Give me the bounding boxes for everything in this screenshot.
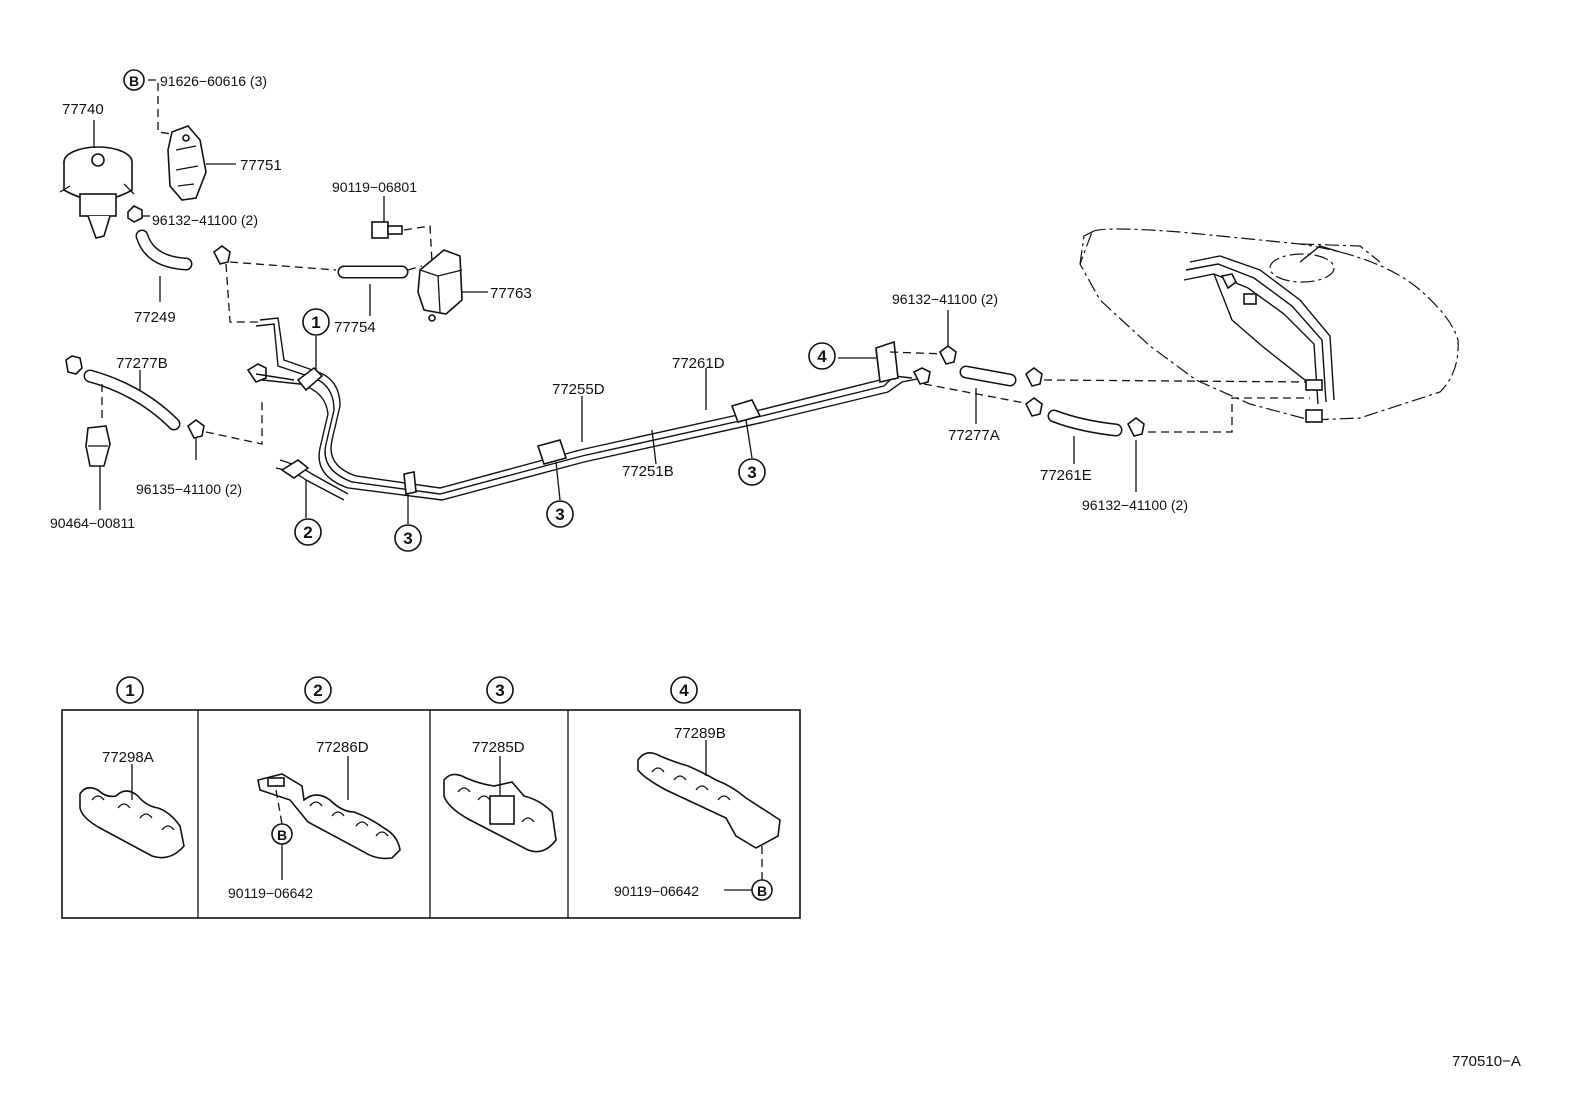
part-77261D: 77261D xyxy=(672,355,725,372)
legend-bolt-box2: 90119−06642 xyxy=(228,885,313,901)
legend-part-77285D: 77285D xyxy=(472,739,525,756)
callout-2: 2 xyxy=(303,523,312,542)
part-91626-60616: 91626−60616 (3) xyxy=(160,73,267,89)
callout-3c: 3 xyxy=(747,463,756,482)
part-90119-06801: 90119−06801 xyxy=(332,179,417,195)
part-77754: 77754 xyxy=(334,319,376,336)
diagram-code: 770510−A xyxy=(1452,1053,1521,1070)
part-77249: 77249 xyxy=(134,309,176,326)
callout-4: 4 xyxy=(817,347,827,366)
legend-callout-3: 3 xyxy=(495,681,504,700)
legend-callout-1: 1 xyxy=(125,681,134,700)
bolt-90119-06801 xyxy=(371,221,403,239)
vsv-assembly-77740 xyxy=(59,146,135,239)
legend-panel: 1 2 3 4 77298A 77286D B 90119−06642 xyxy=(61,676,801,919)
main-callouts: 1 2 3 3 3 4 xyxy=(294,308,836,552)
clamp-77289B xyxy=(637,752,781,849)
part-96132-bottom: 96132−41100 (2) xyxy=(1082,497,1188,513)
part-77255D: 77255D xyxy=(552,381,605,398)
legend-callout-2: 2 xyxy=(313,681,322,700)
clamp-90464-00811 xyxy=(85,425,111,467)
part-77277A: 77277A xyxy=(948,427,1000,444)
part-77751: 77751 xyxy=(240,157,282,174)
legend-part-77289B: 77289B xyxy=(674,725,726,742)
part-77261E: 77261E xyxy=(1040,467,1092,484)
callout-3a: 3 xyxy=(403,529,412,548)
legend-callout-b-2: B xyxy=(277,827,287,843)
clamp-77298A xyxy=(79,786,185,859)
part-77740: 77740 xyxy=(62,101,104,118)
legend-callout-4: 4 xyxy=(679,681,689,700)
part-96132-right: 96132−41100 (2) xyxy=(892,291,998,307)
part-96135-41100: 96135−41100 (2) xyxy=(136,481,242,497)
part-77763: 77763 xyxy=(490,285,532,302)
legend-callout-b-4: B xyxy=(757,883,767,899)
fuel-tank xyxy=(1079,228,1459,423)
part-96132-top: 96132−41100 (2) xyxy=(152,212,258,228)
clamp-77285D xyxy=(443,773,557,853)
legend-bolt-box4: 90119−06642 xyxy=(614,883,699,899)
part-77277B: 77277B xyxy=(116,355,168,372)
callout-3b: 3 xyxy=(555,505,564,524)
part-labels: B 91626−60616 (3) 77740 77751 96132−4110… xyxy=(50,69,1188,531)
canister-77763 xyxy=(417,249,463,322)
legend-part-77298A: 77298A xyxy=(102,749,154,766)
part-77251B: 77251B xyxy=(622,463,674,480)
callout-1: 1 xyxy=(311,313,320,332)
legend-part-77286D: 77286D xyxy=(316,739,369,756)
bracket-77751 xyxy=(167,125,207,201)
callout-b-top: B xyxy=(129,73,139,89)
part-90464-00811: 90464−00811 xyxy=(50,515,135,531)
clamp-77286D xyxy=(257,773,401,860)
